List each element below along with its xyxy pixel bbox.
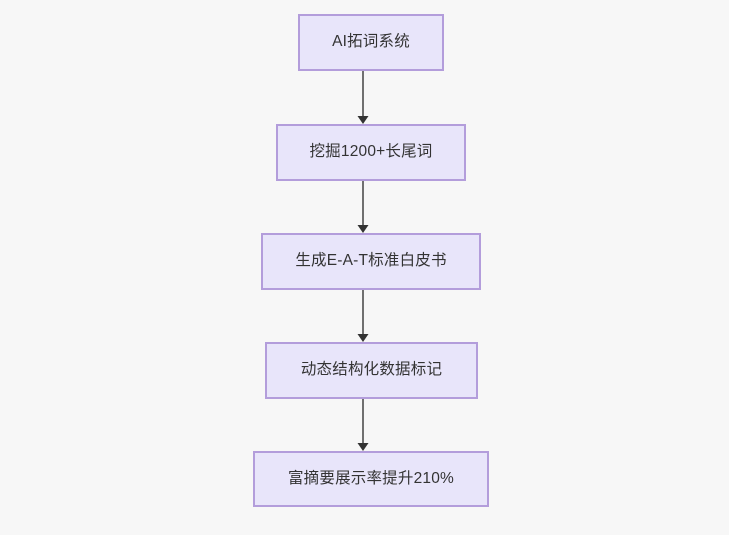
flow-node-label: AI拓词系统 — [332, 33, 410, 51]
flow-node-label: 动态结构化数据标记 — [300, 361, 443, 379]
flow-node-n5[interactable]: 富摘要展示率提升210% — [253, 451, 489, 507]
flow-node-label: 挖掘1200+长尾词 — [309, 143, 433, 161]
flow-node-label: 富摘要展示率提升210% — [287, 469, 455, 487]
flow-node-n3[interactable]: 生成E-A-T标准白皮书 — [261, 233, 481, 290]
flow-node-n1[interactable]: AI拓词系统 — [298, 14, 444, 71]
flow-node-n2[interactable]: 挖掘1200+长尾词 — [276, 124, 466, 181]
flow-arrow-4 — [354, 399, 372, 451]
flow-arrow-3 — [354, 290, 372, 342]
flow-node-label: 生成E-A-T标准白皮书 — [295, 252, 447, 270]
flow-arrow-2 — [354, 181, 372, 233]
flow-node-n4[interactable]: 动态结构化数据标记 — [265, 342, 478, 399]
flow-arrow-1 — [354, 71, 372, 124]
